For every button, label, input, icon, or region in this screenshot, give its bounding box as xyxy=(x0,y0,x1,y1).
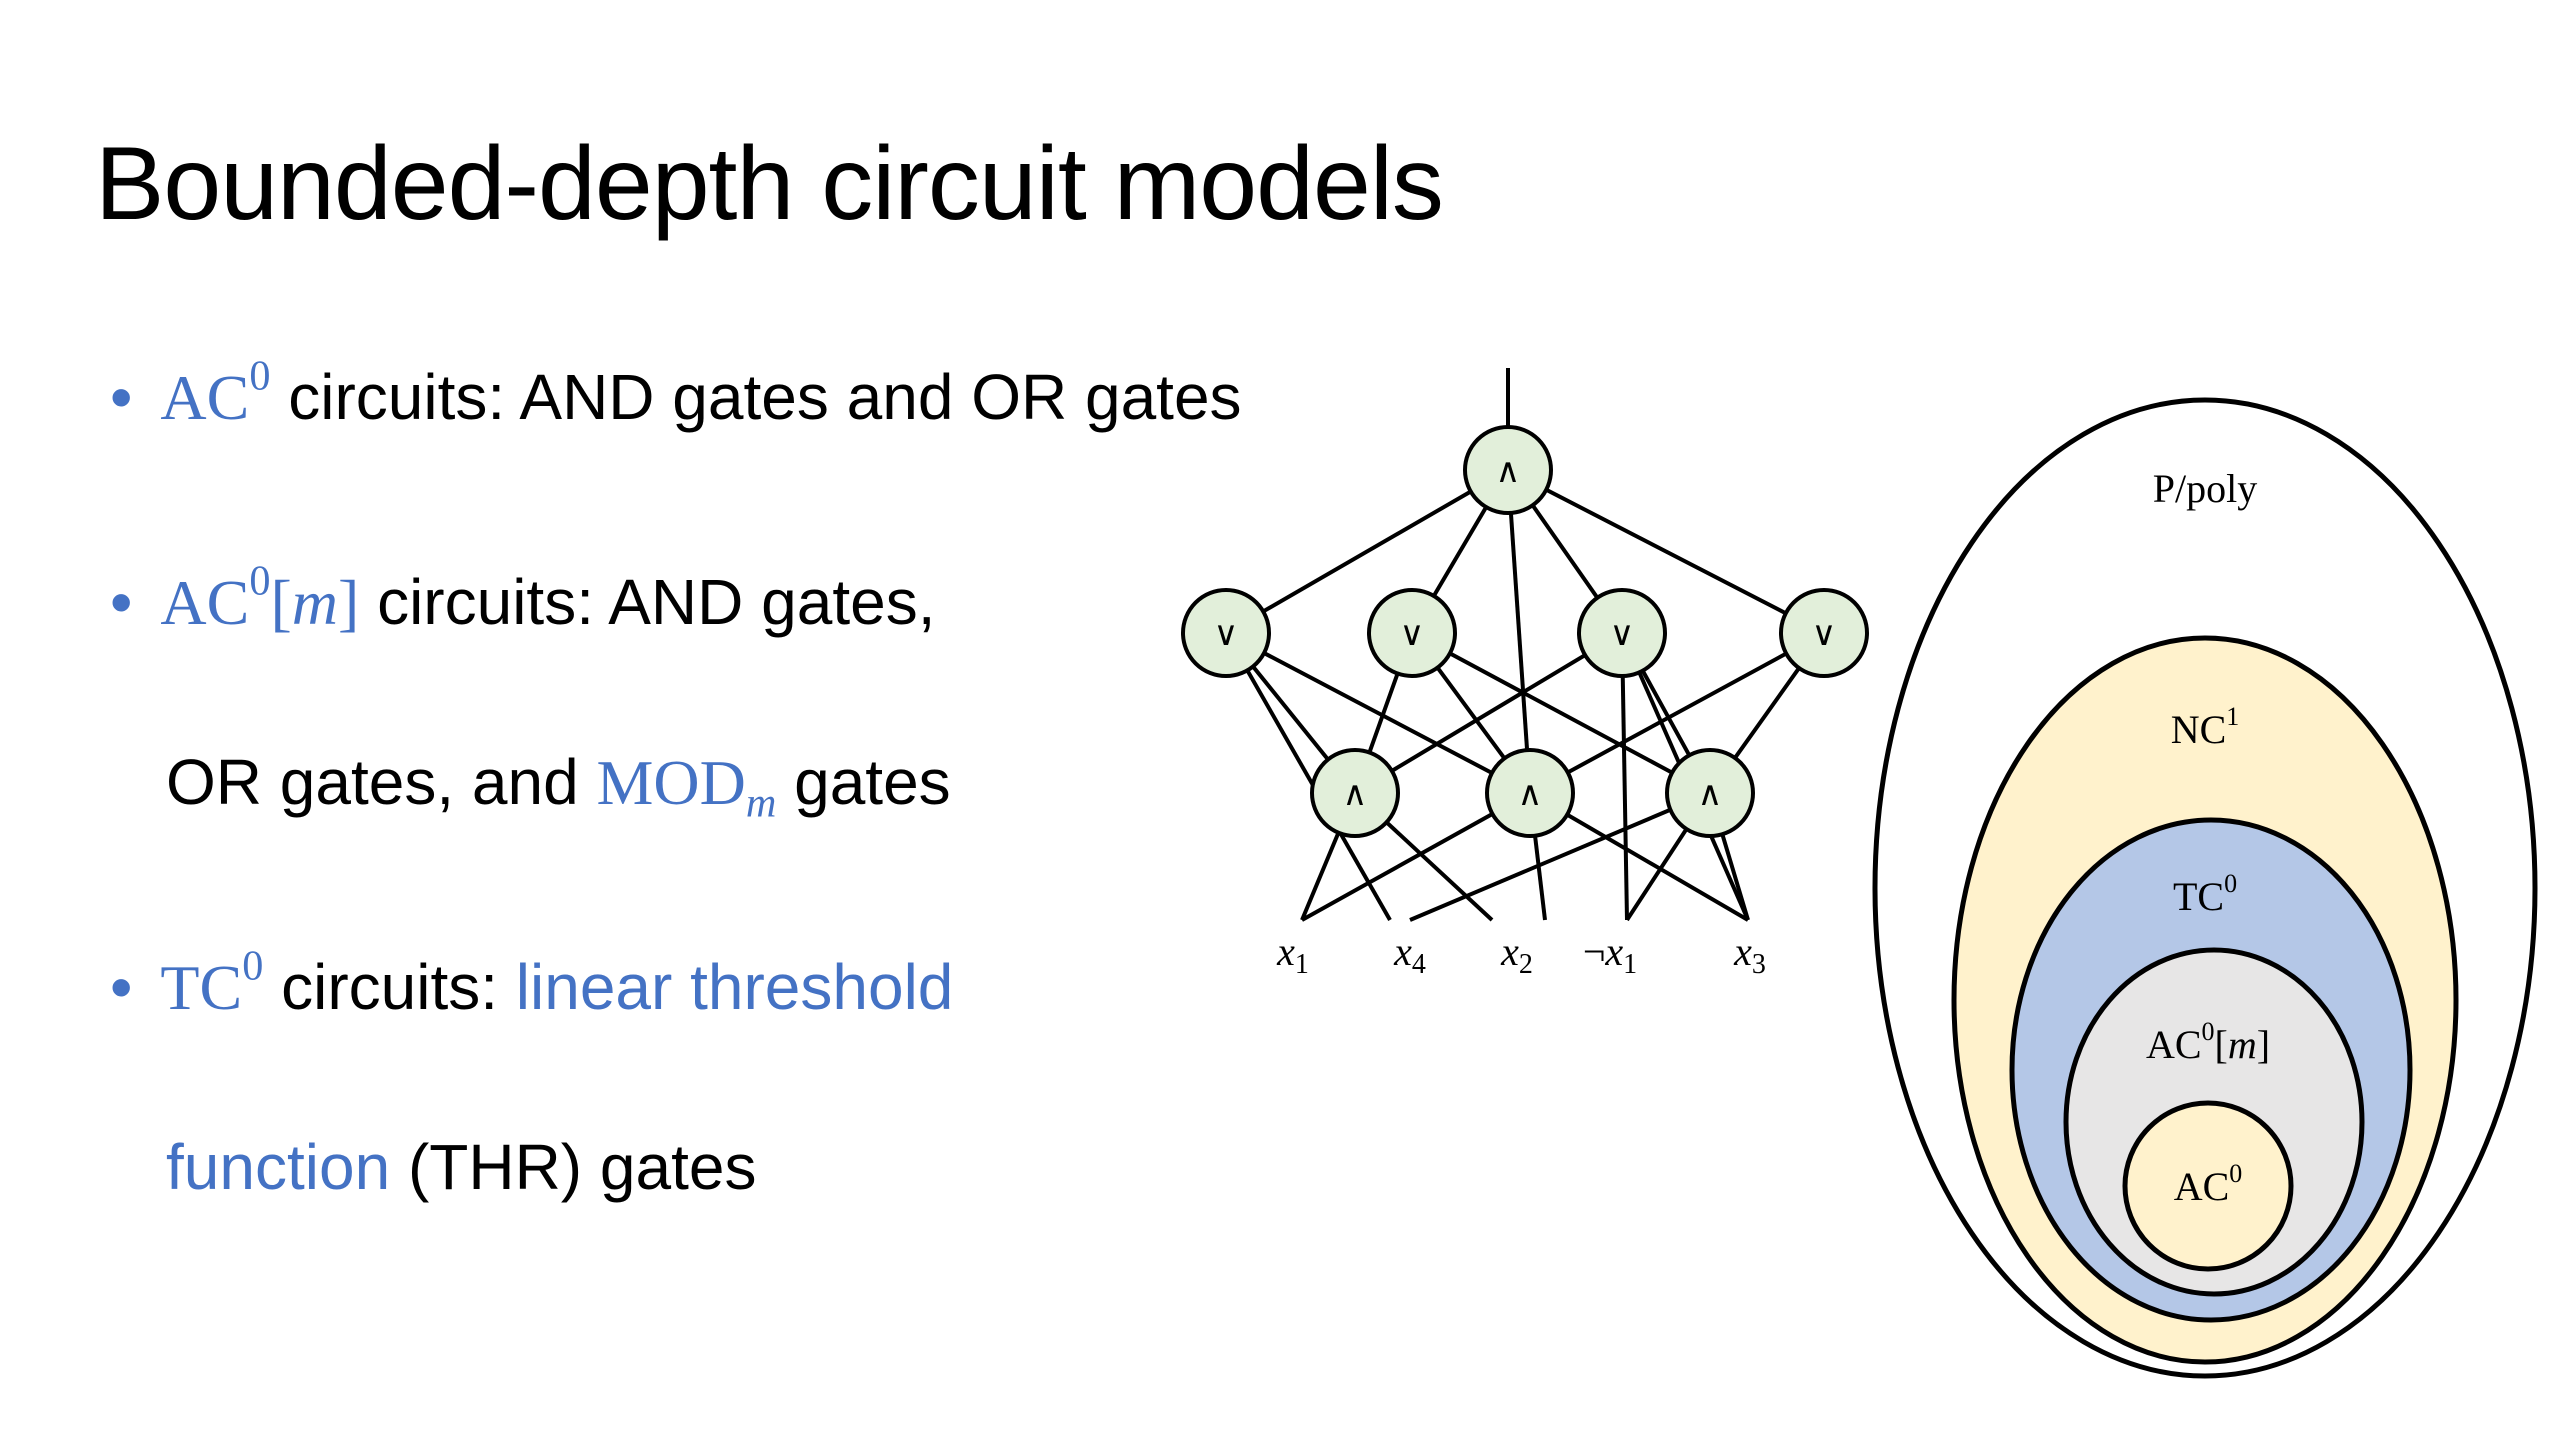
class-label-nc1: NC1 xyxy=(2171,702,2240,752)
wire xyxy=(1507,468,1825,635)
mod-gate-name: MODm xyxy=(596,747,777,827)
bullet-text: OR gates, and xyxy=(166,746,597,818)
bullet-text: gates xyxy=(776,746,951,818)
svg-text:∧: ∧ xyxy=(1343,774,1368,814)
input-label: x3 xyxy=(1733,929,1766,980)
wire xyxy=(1224,632,1392,921)
svg-text:∧: ∧ xyxy=(1496,451,1521,491)
input-label: ¬x1 xyxy=(1583,929,1637,980)
class-ac0-region xyxy=(2122,1100,2294,1272)
bullet-ac0m: • AC0[m] circuits: AND gates, xyxy=(110,557,936,640)
class-label-ppoly: P/poly xyxy=(2153,466,2257,511)
wire xyxy=(1620,632,1629,921)
slide-title: Bounded-depth circuit models xyxy=(95,126,1444,242)
or-gate: ∨ xyxy=(1779,588,1869,678)
or-gate: ∨ xyxy=(1181,588,1271,678)
bullet-tc0-continued: function (THR) gates xyxy=(166,1130,756,1204)
bullet-text: (THR) gates xyxy=(390,1131,757,1203)
top-and-gate: ∧ xyxy=(1463,425,1553,515)
input-label: x4 xyxy=(1393,929,1426,980)
class-name: TC0 xyxy=(160,942,264,1023)
svg-text:∧: ∧ xyxy=(1518,774,1543,814)
input-labels: x1 x4 x2 ¬x1 x3 xyxy=(1276,929,1766,980)
or-gate: ∨ xyxy=(1577,588,1667,678)
svg-text:∨: ∨ xyxy=(1610,614,1635,654)
class-label-ac0: AC0 xyxy=(2174,1159,2243,1209)
threshold-link-text: linear threshold xyxy=(515,951,954,1023)
class-label-ac0m: AC0[m] xyxy=(2146,1017,2270,1067)
class-label-tc0: TC0 xyxy=(2173,869,2237,919)
wire xyxy=(1224,468,1510,635)
bullet-dot-icon: • xyxy=(110,951,133,1023)
wire xyxy=(1506,469,1532,794)
wire xyxy=(1409,791,1711,922)
svg-text:∨: ∨ xyxy=(1214,614,1239,654)
bullet-ac0: • AC0 circuits: AND gates and OR gates xyxy=(110,352,1242,435)
wire xyxy=(1411,631,1711,795)
bullet-text: circuits: AND gates, xyxy=(359,566,936,638)
class-labels: P/poly NC1 TC0 AC0[m] AC0 xyxy=(2146,466,2270,1209)
and-gate: ∧ xyxy=(1485,748,1575,838)
or-gate: ∨ xyxy=(1367,588,1457,678)
wire xyxy=(1529,631,1825,795)
wire xyxy=(1353,631,1624,795)
svg-text:∨: ∨ xyxy=(1812,614,1837,654)
class-name: AC0 xyxy=(160,352,271,433)
input-label: x2 xyxy=(1500,929,1533,980)
bullet-text: circuits: AND gates and OR gates xyxy=(270,361,1242,433)
wire xyxy=(1225,631,1531,795)
bullet-tc0: • TC0 circuits: linear threshold xyxy=(110,942,954,1025)
bullet-ac0m-continued: OR gates, and MODm gates xyxy=(166,745,951,827)
class-containment-diagram xyxy=(1872,397,2538,1379)
bullet-text: circuits: xyxy=(263,951,516,1023)
svg-text:∨: ∨ xyxy=(1400,614,1425,654)
threshold-link-text: function xyxy=(166,1131,391,1203)
bullet-dot-icon: • xyxy=(110,566,133,638)
svg-text:∧: ∧ xyxy=(1698,774,1723,814)
and-gate: ∧ xyxy=(1665,748,1755,838)
class-name: AC0[m] xyxy=(160,557,360,638)
input-label: x1 xyxy=(1276,929,1309,980)
and-gate: ∧ xyxy=(1310,748,1400,838)
bullet-dot-icon: • xyxy=(110,361,133,433)
